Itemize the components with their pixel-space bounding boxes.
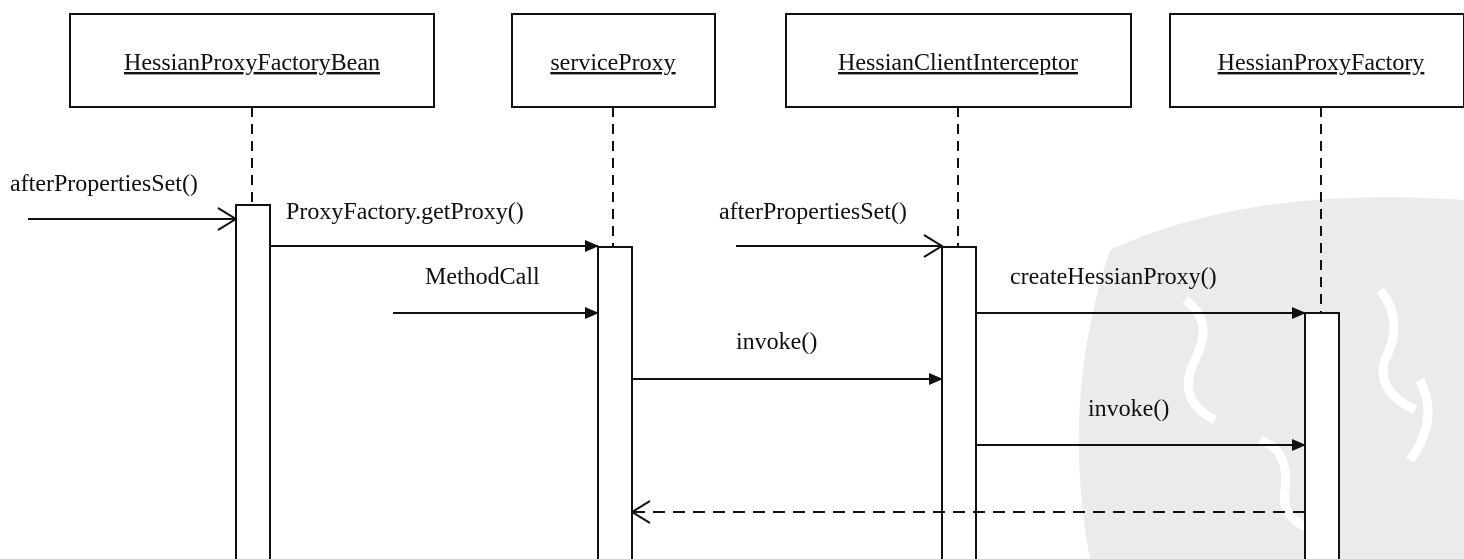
message-label: invoke() [1088, 396, 1169, 422]
activation-bars [235, 204, 1340, 559]
activation-bean [235, 204, 271, 559]
activation-proxy [597, 246, 633, 559]
message-label: afterPropertiesSet() [719, 199, 907, 225]
message-label: MethodCall [425, 264, 540, 290]
object-service-proxy: serviceProxy [511, 13, 716, 108]
object-hessian-proxy-factory: HessianProxyFactory [1169, 13, 1464, 108]
object-label: HessianClientInterceptor [838, 50, 1078, 76]
watermark-seal [1078, 197, 1464, 559]
object-hessian-proxy-factory-bean: HessianProxyFactoryBean [69, 13, 435, 108]
object-label: HessianProxyFactory [1218, 50, 1425, 76]
activation-interceptor [941, 246, 977, 559]
activation-factory [1304, 312, 1340, 559]
message-label: createHessianProxy() [1010, 264, 1217, 290]
message-label: ProxyFactory.getProxy() [286, 199, 524, 225]
object-label: serviceProxy [550, 50, 675, 76]
object-label: HessianProxyFactoryBean [124, 50, 380, 76]
message-label: invoke() [736, 329, 817, 355]
messages [28, 219, 1306, 512]
lifelines [251, 107, 1322, 314]
message-label: afterPropertiesSet() [10, 171, 198, 197]
object-hessian-client-interceptor: HessianClientInterceptor [785, 13, 1132, 108]
